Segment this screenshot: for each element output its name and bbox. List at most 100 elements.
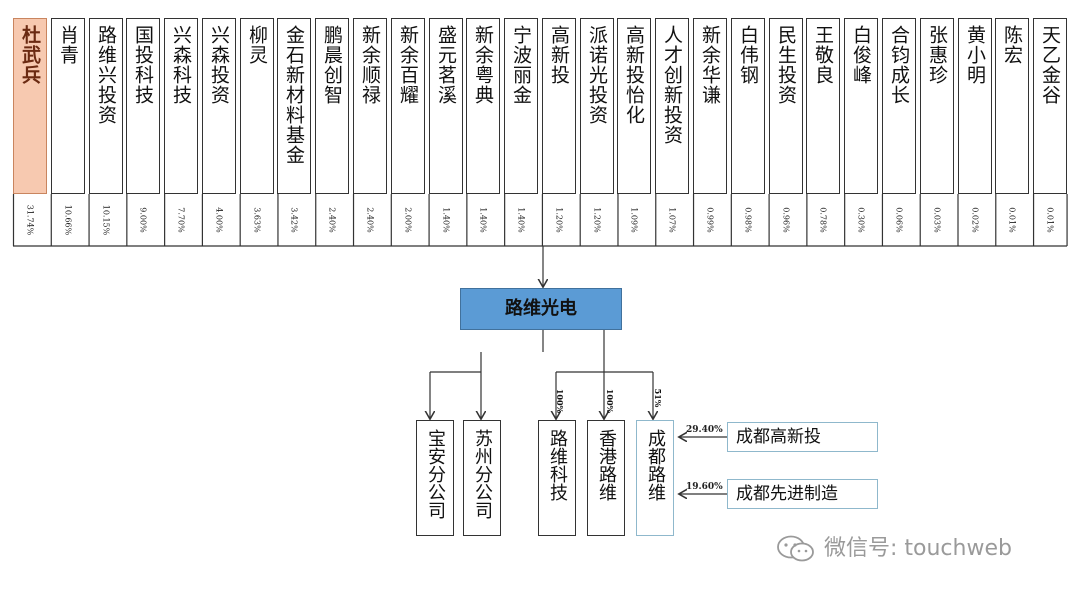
shareholder-pct: 0.78%	[818, 207, 828, 233]
shareholder-pct: 0.02%	[970, 207, 980, 233]
subsidiary-pct: 100%	[605, 388, 615, 414]
subsidiary-hongkong-luwei: 香港路维	[587, 420, 625, 536]
shareholder-pct: 1.40%	[478, 207, 488, 233]
shareholder-pct: 3.42%	[289, 207, 299, 233]
shareholder-box: 黄小明	[958, 18, 992, 194]
shareholder-pct: 0.30%	[856, 207, 866, 233]
shareholder-pct: 1.20%	[592, 207, 602, 233]
external-pct: 29.40%	[686, 425, 723, 435]
shareholder-box: 宁波丽金	[504, 18, 538, 194]
shareholder-pct: 1.07%	[667, 207, 677, 233]
shareholder-box: 新余华谦	[693, 18, 727, 194]
shareholder-pct: 1.09%	[629, 207, 639, 233]
external-pct: 19.60%	[686, 482, 723, 492]
shareholder-name: 盛元茗溪	[435, 25, 457, 105]
shareholder-box: 兴森投资	[202, 18, 236, 194]
shareholder-pct: 3.63%	[252, 207, 262, 233]
shareholder-name: 黄小明	[964, 25, 986, 85]
shareholder-box: 盛元茗溪	[429, 18, 463, 194]
shareholder-box: 杜武兵	[13, 18, 47, 194]
shareholder-pct: 0.99%	[705, 207, 715, 233]
shareholder-name: 鹏晨创智	[321, 25, 343, 105]
shareholder-box: 派诺光投资	[580, 18, 614, 194]
shareholder-box: 肖青	[51, 18, 85, 194]
shareholder-pct: 1.40%	[441, 207, 451, 233]
shareholder-pct: 10.66%	[63, 204, 73, 236]
external-holder-chengdu-advanced-mfg: 成都先进制造	[727, 479, 878, 509]
shareholder-name: 新余顺禄	[359, 25, 381, 105]
shareholder-pct: 1.20%	[554, 207, 564, 233]
shareholder-box: 白俊峰	[844, 18, 878, 194]
external-holder-chengdu-hi-tech: 成都高新投	[727, 422, 878, 452]
shareholder-pct: 0.01%	[1045, 207, 1055, 233]
watermark: 微信号: touchweb	[776, 532, 1066, 566]
shareholder-name: 杜武兵	[19, 25, 41, 85]
shareholder-pct: 4.00%	[214, 207, 224, 233]
branch-name: 苏州分公司	[472, 429, 493, 519]
shareholder-name: 白俊峰	[850, 25, 872, 85]
shareholder-box: 高新投	[542, 18, 576, 194]
branch-baoan: 宝安分公司	[416, 420, 454, 536]
shareholder-pct: 1.40%	[516, 207, 526, 233]
shareholder-box: 新余粤典	[466, 18, 500, 194]
shareholder-box: 王敬良	[806, 18, 840, 194]
subsidiary-luwei-tech: 路维科技	[538, 420, 576, 536]
shareholder-name: 金石新材料基金	[283, 25, 305, 165]
shareholder-name: 新余华谦	[699, 25, 721, 105]
shareholder-pct: 7.70%	[176, 207, 186, 233]
shareholder-name: 新余百耀	[397, 25, 419, 105]
shareholder-box: 柳灵	[240, 18, 274, 194]
shareholder-box: 人才创新投资	[655, 18, 689, 194]
shareholder-pct: 2.40%	[327, 207, 337, 233]
shareholder-box: 张惠珍	[920, 18, 954, 194]
shareholder-name: 张惠珍	[926, 25, 948, 85]
shareholder-box: 白伟钢	[731, 18, 765, 194]
shareholder-name: 兴森投资	[208, 25, 230, 105]
company-name: 路维光电	[505, 298, 577, 319]
company-box: 路维光电	[460, 288, 622, 330]
shareholder-box: 新余百耀	[391, 18, 425, 194]
shareholder-pct: 31.74%	[25, 204, 35, 236]
shareholder-pct: 0.06%	[894, 207, 904, 233]
shareholder-name: 人才创新投资	[661, 25, 683, 145]
subsidiary-name: 路维科技	[547, 429, 568, 501]
shareholder-box: 天乙金谷	[1033, 18, 1067, 194]
shareholder-name: 宁波丽金	[510, 25, 532, 105]
shareholder-name: 合钧成长	[888, 25, 910, 105]
shareholder-name: 高新投	[548, 25, 570, 85]
shareholder-box: 国投科技	[126, 18, 160, 194]
shareholder-box: 陈宏	[995, 18, 1029, 194]
subsidiary-pct: 51%	[653, 388, 663, 408]
shareholder-box: 民生投资	[769, 18, 803, 194]
shareholder-name: 民生投资	[775, 25, 797, 105]
shareholder-name: 新余粤典	[472, 25, 494, 105]
subsidiary-name: 香港路维	[596, 429, 617, 501]
shareholder-pct: 9.00%	[138, 207, 148, 233]
shareholder-pct: 0.01%	[1007, 207, 1017, 233]
shareholder-box: 新余顺禄	[353, 18, 387, 194]
shareholder-pct: 0.03%	[932, 207, 942, 233]
subsidiary-name: 成都路维	[645, 429, 666, 501]
shareholder-pct: 2.40%	[365, 207, 375, 233]
shareholder-name: 国投科技	[132, 25, 154, 105]
subsidiary-chengdu-luwei: 成都路维	[636, 420, 674, 536]
shareholder-name: 兴森科技	[170, 25, 192, 105]
shareholder-name: 派诺光投资	[586, 25, 608, 125]
shareholder-name: 陈宏	[1001, 25, 1023, 65]
shareholder-name: 王敬良	[812, 25, 834, 85]
shareholder-name: 高新投怡化	[623, 25, 645, 125]
shareholder-name: 柳灵	[246, 25, 268, 65]
branch-name: 宝安分公司	[425, 429, 446, 519]
wechat-icon	[777, 535, 814, 562]
shareholder-pct: 0.98%	[743, 207, 753, 233]
shareholder-box: 合钧成长	[882, 18, 916, 194]
shareholder-name: 肖青	[57, 25, 79, 65]
shareholder-pct: 10.15%	[101, 204, 111, 236]
shareholder-box: 鹏晨创智	[315, 18, 349, 194]
watermark-text: 微信号: touchweb	[824, 536, 1012, 561]
shareholder-name: 白伟钢	[737, 25, 759, 85]
shareholder-name: 路维兴投资	[95, 25, 117, 125]
shareholder-name: 天乙金谷	[1039, 25, 1061, 105]
